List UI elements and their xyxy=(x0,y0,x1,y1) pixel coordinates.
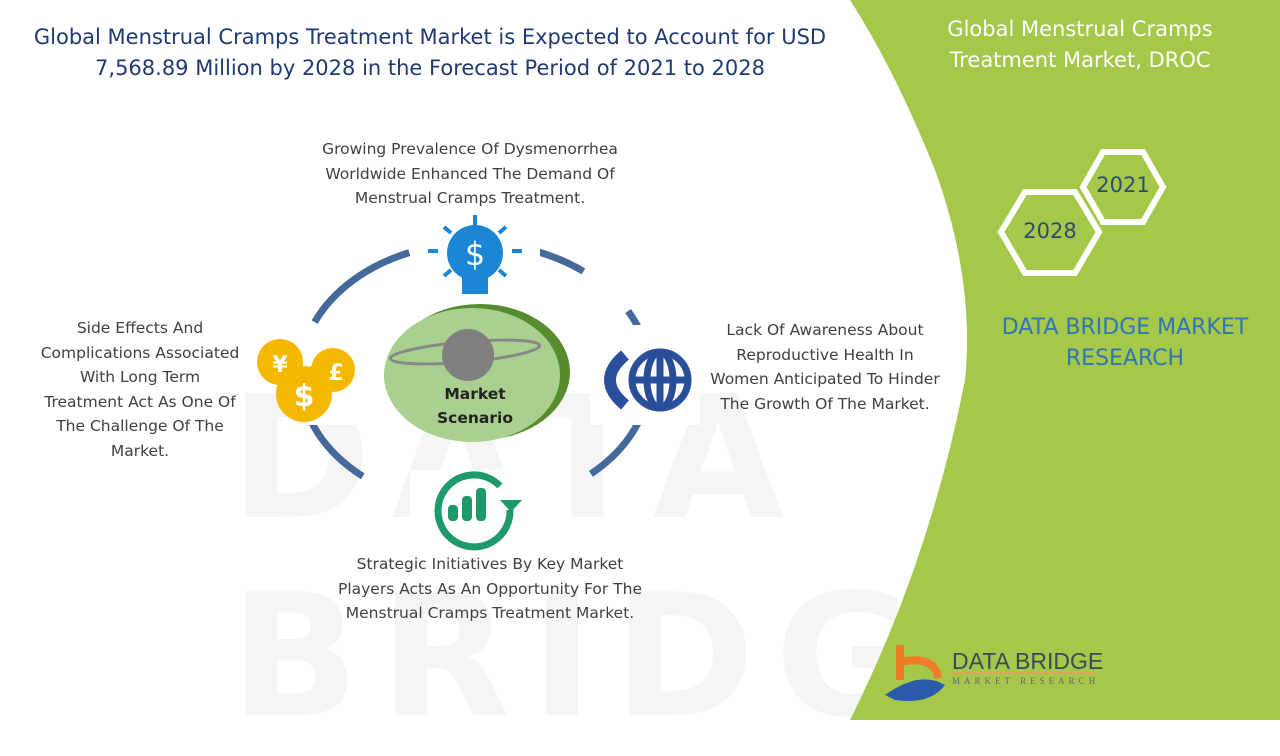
market-scenario-label: Market Scenario xyxy=(437,385,513,427)
side-panel-title: Global Menstrual Cramps Treatment Market… xyxy=(947,17,1213,72)
svg-text:£: £ xyxy=(328,361,343,386)
data-bridge-logo-icon xyxy=(885,645,945,701)
side-panel-background: $ ¥ £ $ xyxy=(257,0,1280,720)
svg-text:$: $ xyxy=(465,235,485,273)
globe-phone-icon xyxy=(604,348,692,412)
year-2021: 2021 xyxy=(1096,173,1150,197)
growth-chart-icon xyxy=(434,471,522,551)
svg-text:$: $ xyxy=(294,379,315,414)
currency-coins-icon: ¥ £ $ xyxy=(257,339,355,422)
logo-name: DATA BRIDGE xyxy=(952,648,1104,674)
restraints-text: Lack Of Awareness About Reproductive Hea… xyxy=(710,321,940,413)
hexagon-2028 xyxy=(997,189,1103,276)
svg-text:¥: ¥ xyxy=(272,353,288,378)
page-title: Global Menstrual Cramps Treatment Market… xyxy=(33,25,827,80)
lightbulb-dollar-icon: $ xyxy=(428,215,522,294)
market-scenario-globe xyxy=(384,304,570,442)
brand-name: DATA BRIDGE MARKET RESEARCH xyxy=(1001,315,1249,371)
logo-subtitle: MARKET RESEARCH xyxy=(952,676,1100,686)
drivers-text: Growing Prevalence Of Dysmenorrhea World… xyxy=(322,140,618,207)
hexagon-2021 xyxy=(1079,149,1167,225)
year-2028: 2028 xyxy=(1023,219,1077,243)
challenges-text: Side Effects And Complications Associate… xyxy=(40,319,240,460)
opportunities-text: Strategic Initiatives By Key Market Play… xyxy=(337,555,643,622)
